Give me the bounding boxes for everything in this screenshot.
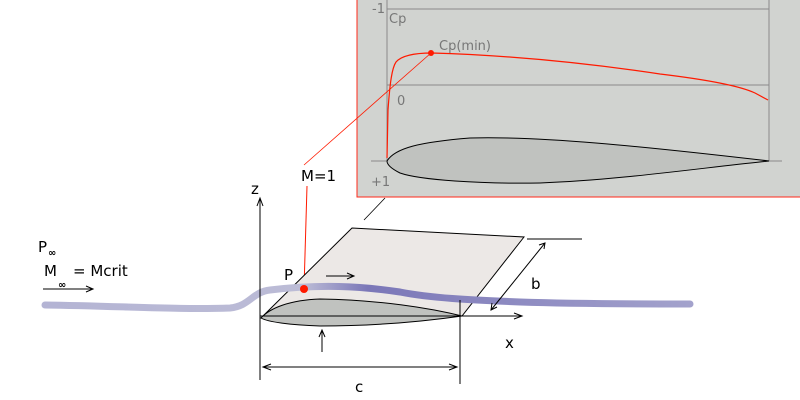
tick-plus-one: +1: [371, 175, 390, 190]
m-inf-subscript: ∞: [58, 280, 66, 291]
sonic-label: M=1: [301, 167, 336, 185]
cp-axis-label: Cp: [389, 12, 406, 27]
point-p-label: P: [284, 266, 293, 284]
cp-curve: [386, 52, 769, 159]
point-p: [300, 285, 308, 293]
sonic-leader: [303, 185, 308, 290]
x-axis-label: x: [505, 334, 514, 352]
inset-connector: [363, 197, 386, 221]
p-inf-label: P: [38, 238, 47, 256]
m-inf-label: M: [44, 262, 57, 280]
chord-label: c: [355, 378, 363, 396]
tick-zero: 0: [397, 94, 405, 109]
wing: [259, 227, 525, 327]
streamline: [41, 282, 694, 313]
mcrit-label: = Mcrit: [73, 262, 128, 280]
axes: [43, 196, 582, 384]
cp-inset-panel: -1 Cp Cp(min) 0 +1: [356, 0, 800, 198]
span-label: b: [531, 275, 541, 293]
z-axis-label: z: [251, 180, 259, 198]
tick-minus-one: -1: [372, 2, 385, 17]
inset-airfoil: [386, 137, 770, 184]
cp-min-label: Cp(min): [439, 39, 491, 54]
cp-min-leader: [303, 52, 432, 166]
p-inf-subscript: ∞: [48, 248, 56, 259]
